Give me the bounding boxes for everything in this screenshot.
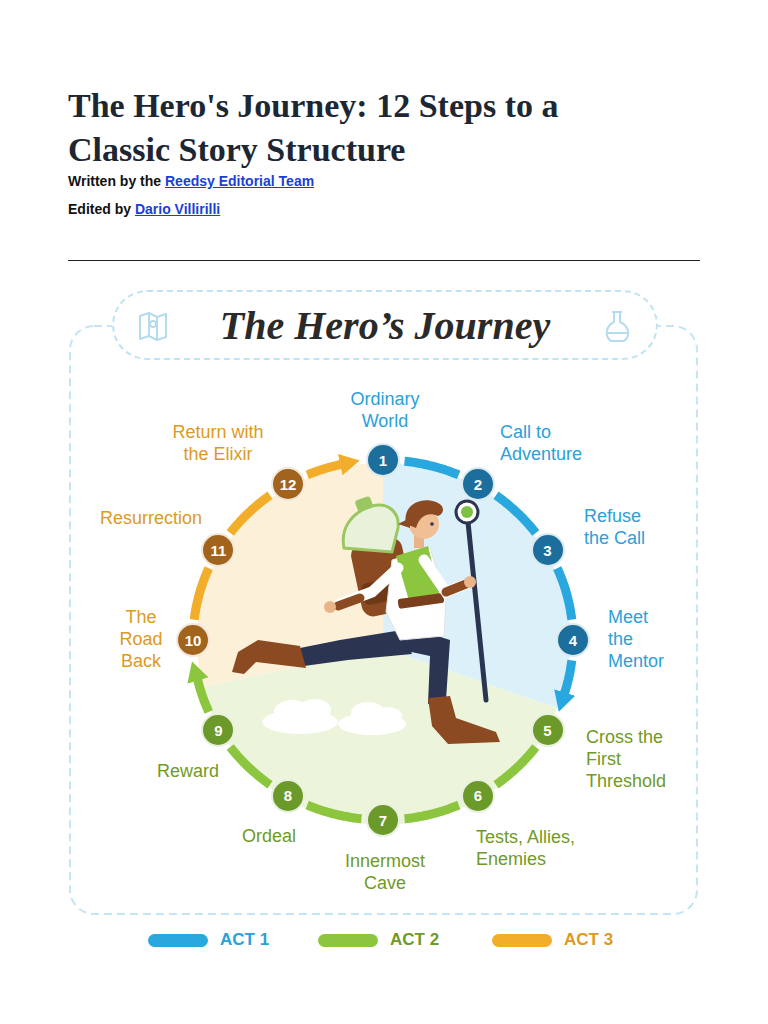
step-circle: 12Return with the Elixir bbox=[271, 467, 305, 501]
ring-arc bbox=[198, 680, 209, 712]
page-title: The Hero's Journey: 12 Steps to a Classi… bbox=[68, 84, 668, 172]
step-number: 6 bbox=[474, 787, 482, 804]
ring-arc bbox=[230, 747, 270, 785]
ring-arc bbox=[405, 461, 459, 475]
step-number: 5 bbox=[543, 722, 551, 739]
legend: ACT 1 ACT 2 ACT 3 bbox=[0, 930, 768, 954]
step-number: 3 bbox=[543, 542, 551, 559]
step-number: 10 bbox=[185, 632, 202, 649]
ring-arc bbox=[307, 464, 341, 475]
step-number: 9 bbox=[214, 722, 222, 739]
rule-line bbox=[68, 260, 700, 261]
diagram-heading: The Hero’s Journey bbox=[220, 302, 550, 349]
ring-arc bbox=[557, 568, 572, 619]
step-label: Cross the First Threshold bbox=[586, 726, 682, 792]
step-circle: 7Innermost Cave bbox=[366, 803, 400, 837]
step-label: Innermost Cave bbox=[337, 850, 433, 894]
legend-swatch bbox=[148, 934, 208, 947]
step-circle: 1Ordinary World bbox=[366, 443, 400, 477]
step-number: 2 bbox=[474, 476, 482, 493]
step-circle: 11Resurrection bbox=[201, 533, 235, 567]
step-label: Meet the Mentor bbox=[608, 606, 674, 672]
step-number: 11 bbox=[211, 542, 227, 559]
flask-icon bbox=[607, 312, 628, 341]
step-label: Return with the Elixir bbox=[159, 421, 277, 465]
step-number: 7 bbox=[379, 812, 387, 829]
legend-text: ACT 2 bbox=[390, 930, 439, 950]
byline: Written by theReedsy Editorial Team bbox=[68, 173, 314, 189]
ring-arc bbox=[564, 660, 571, 693]
step-circle: 5Cross the First Threshold bbox=[531, 713, 565, 747]
author-link: Dario Villirilli bbox=[135, 201, 220, 217]
legend-swatch bbox=[318, 934, 378, 947]
step-label: Ordinary World bbox=[339, 388, 431, 432]
staff bbox=[456, 501, 486, 700]
legend-item: ACT 2 bbox=[318, 930, 439, 950]
step-circle: 2Call to Adventure bbox=[461, 467, 495, 501]
torso bbox=[386, 546, 446, 640]
step-label: Tests, Allies, Enemies bbox=[476, 826, 602, 870]
legend-item: ACT 3 bbox=[492, 930, 613, 950]
ring-arc bbox=[230, 495, 270, 533]
step-circle: 9Reward bbox=[201, 713, 235, 747]
arms bbox=[324, 560, 476, 613]
ring-arc bbox=[496, 495, 536, 533]
ring-arc bbox=[496, 747, 536, 785]
clouds bbox=[262, 699, 406, 735]
ring-arc bbox=[405, 805, 459, 819]
step-circle: 10The Road Back bbox=[176, 623, 210, 657]
step-circle: 3Refuse the Call bbox=[531, 533, 565, 567]
step-label: The Road Back bbox=[115, 606, 167, 672]
byline: Edited byDario Villirilli bbox=[68, 201, 220, 217]
step-circle: 8Ordeal bbox=[271, 779, 305, 813]
legend-text: ACT 3 bbox=[564, 930, 613, 950]
head bbox=[398, 500, 443, 548]
step-number: 8 bbox=[284, 787, 292, 804]
step-label: Call to Adventure bbox=[500, 421, 600, 465]
step-number: 12 bbox=[280, 476, 297, 493]
step-label: Ordeal bbox=[242, 825, 296, 847]
frame bbox=[70, 326, 697, 914]
byline-text: Edited by bbox=[68, 201, 131, 217]
step-circle: 6Tests, Allies, Enemies bbox=[461, 779, 495, 813]
back-leg bbox=[232, 630, 412, 674]
ring-arc bbox=[307, 805, 361, 819]
title-pill: The Hero’s Journey bbox=[112, 290, 658, 360]
legend-swatch bbox=[492, 934, 552, 947]
step-number: 4 bbox=[569, 632, 577, 649]
byline-text: Written by the bbox=[68, 173, 161, 189]
pill-ground bbox=[112, 290, 658, 360]
step-circle: 4Meet the Mentor bbox=[556, 623, 590, 657]
ring-arc bbox=[194, 568, 209, 619]
map-icon bbox=[140, 313, 166, 340]
step-label: Refuse the Call bbox=[584, 505, 664, 549]
step-number: 1 bbox=[379, 452, 387, 469]
legend-item: ACT 1 bbox=[148, 930, 269, 950]
step-label: Resurrection bbox=[100, 507, 202, 529]
legend-text: ACT 1 bbox=[220, 930, 269, 950]
step-label: Reward bbox=[157, 760, 219, 782]
front-leg bbox=[402, 628, 500, 744]
author-link: Reedsy Editorial Team bbox=[165, 173, 314, 189]
